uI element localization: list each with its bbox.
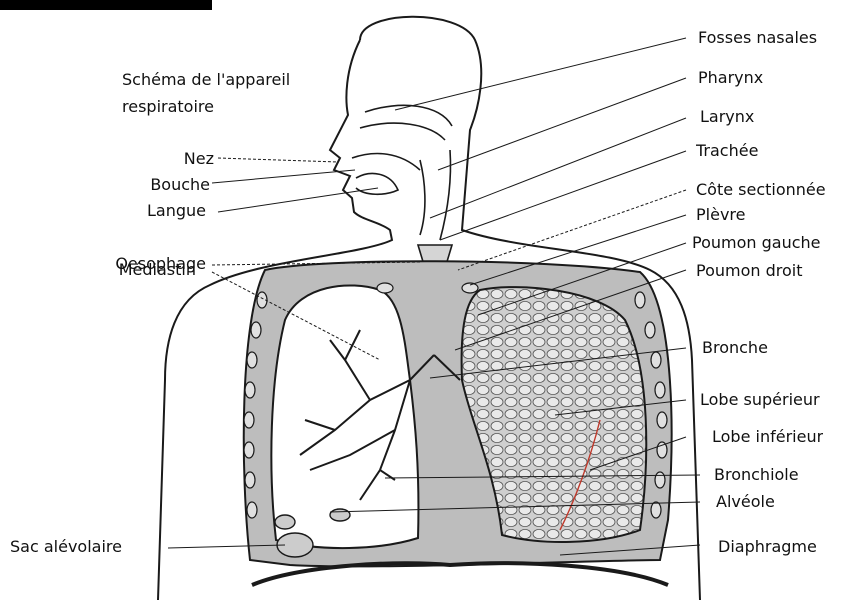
label-pharynx: Pharynx <box>698 68 763 87</box>
label-sac-alveolaire: Sac alévolaire <box>10 537 122 556</box>
label-poumon-gauche: Poumon gauche <box>692 233 821 252</box>
lung-right <box>271 285 418 548</box>
label-bronche: Bronche <box>702 338 768 357</box>
label-bouche: Bouche <box>150 175 210 194</box>
label-poumon-droit: Poumon droit <box>696 261 803 280</box>
label-lobe-superieur: Lobe supérieur <box>700 390 820 409</box>
label-trachee: Trachée <box>696 141 758 160</box>
diagram-title: Schéma de l'appareil respiratoire <box>122 66 290 120</box>
label-lobe-inferieur: Lobe inférieur <box>712 427 823 446</box>
label-nez: Nez <box>184 149 214 168</box>
label-bronchiole: Bronchiole <box>714 465 799 484</box>
label-larynx: Larynx <box>700 107 754 126</box>
label-langue: Langue <box>147 201 206 220</box>
label-cote-sectionnee: Côte sectionnée <box>696 180 826 199</box>
label-alveole: Alvéole <box>716 492 775 511</box>
label-diaphragme: Diaphragme <box>718 537 817 556</box>
label-fosses-nasales: Fosses nasales <box>698 28 817 47</box>
label-mediastin: Médiastin <box>119 260 196 279</box>
label-plevre: Plèvre <box>696 205 745 224</box>
